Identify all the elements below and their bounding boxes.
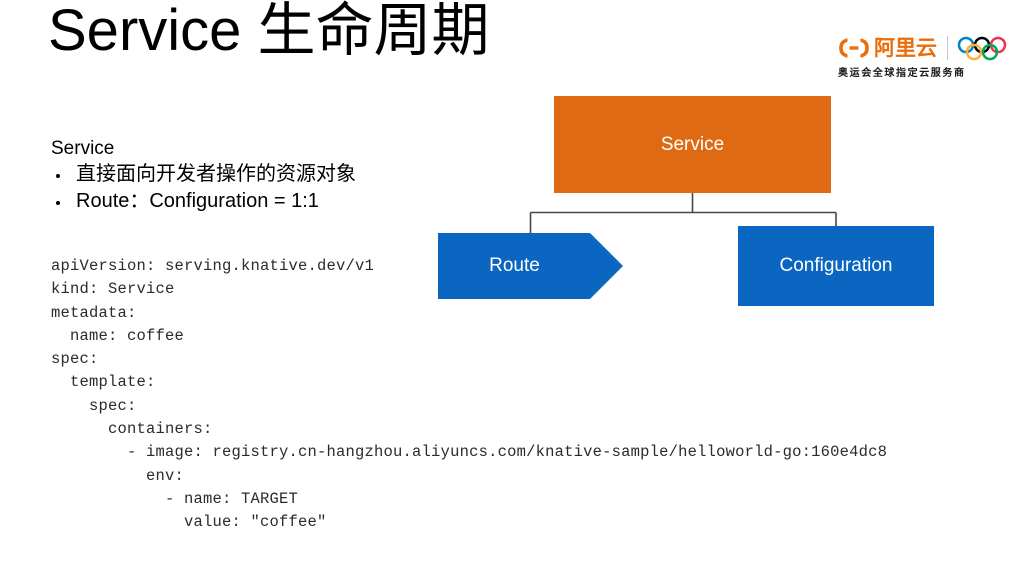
bullet-list: 直接面向开发者操作的资源对象 Route：Configuration = 1:1 — [51, 161, 356, 215]
list-item-label: 直接面向开发者操作的资源对象 — [76, 163, 356, 185]
diagram-node-route[interactable]: Route — [438, 233, 623, 299]
diagram-node-service[interactable]: Service — [554, 96, 831, 193]
diagram-node-configuration-label: Configuration — [779, 255, 893, 276]
brand-logo: 阿里云 奥运会全球指定云服务商 — [838, 33, 1010, 85]
brand-tagline: 奥运会全球指定云服务商 — [838, 68, 966, 79]
list-item-label: Route：Configuration = 1:1 — [76, 190, 319, 212]
content-heading: Service — [51, 138, 115, 159]
diagram-node-service-label: Service — [660, 133, 725, 155]
brand-name: 阿里云 — [874, 36, 937, 60]
bullet-dot-icon — [56, 201, 60, 205]
olympic-rings-icon — [957, 36, 1007, 61]
diagram-node-route-label: Route — [489, 255, 540, 276]
yaml-code-block: apiVersion: serving.knative.dev/v1 kind:… — [51, 257, 888, 532]
brand-divider — [947, 36, 948, 60]
bullet-dot-icon — [56, 174, 60, 178]
alibaba-cloud-bracket-icon — [838, 37, 870, 59]
brand-logo-row: 阿里云 — [838, 33, 1010, 63]
page-title: Service 生命周期 — [48, 0, 490, 63]
route-arrow-shape — [438, 233, 623, 299]
list-item: 直接面向开发者操作的资源对象 — [51, 161, 356, 188]
diagram-node-configuration[interactable]: Configuration — [738, 226, 934, 306]
alibaba-cloud-logomark: 阿里云 — [838, 37, 937, 59]
list-item: Route：Configuration = 1:1 — [51, 188, 356, 215]
